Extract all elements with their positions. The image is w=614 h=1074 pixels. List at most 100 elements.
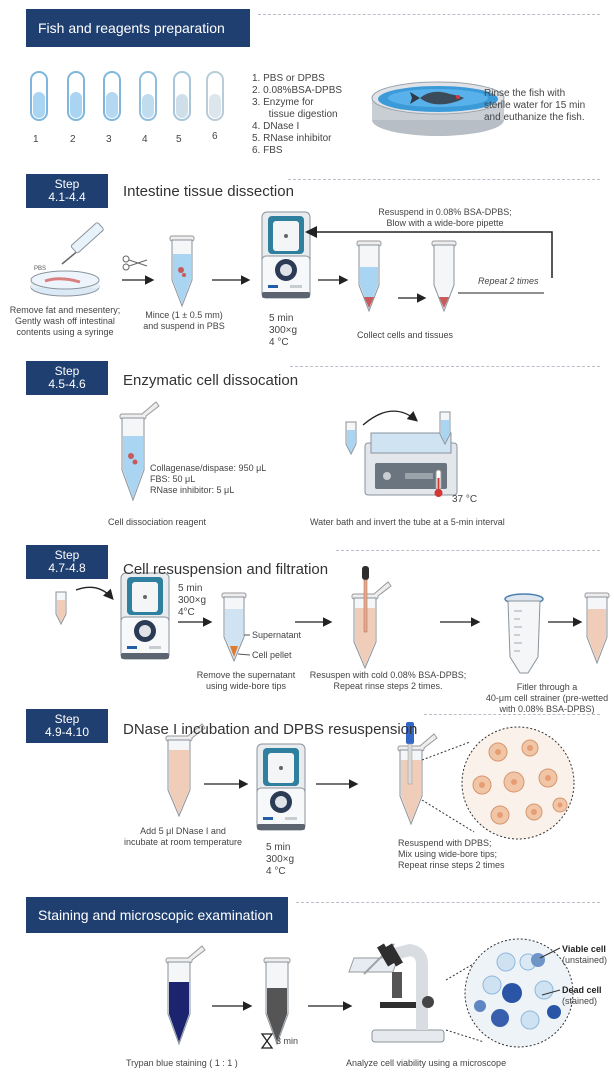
divider bbox=[296, 902, 600, 903]
analyze-label: Analyze cell viability using a microscop… bbox=[346, 1058, 507, 1068]
fish-tank bbox=[371, 81, 505, 136]
remove-supernatant-text: Remove the supernatant using wide-bore t… bbox=[186, 670, 306, 692]
text-line: Mix using wide-bore tips; bbox=[398, 849, 498, 859]
pellet-label: Cell pellet bbox=[252, 650, 292, 660]
text-line: 40-μm cell strainer (pre-wetted bbox=[485, 693, 609, 703]
text-line: contents using a syringe bbox=[16, 327, 114, 337]
filtered-tube bbox=[584, 592, 610, 665]
mix-line: RNase inhibitor: 5 μL bbox=[150, 485, 235, 495]
reagent-label: Cell dissociation reagent bbox=[108, 517, 207, 527]
param: 5 min bbox=[266, 842, 291, 853]
text-line: Fitler through a bbox=[516, 682, 578, 692]
divider bbox=[288, 179, 600, 180]
header-prep-title: Fish and reagents preparation bbox=[38, 20, 225, 36]
text-line: Gently wash off intestinal bbox=[15, 316, 115, 326]
centrifuge-params-3: 5 min 300×g 4°C bbox=[178, 583, 206, 619]
magnified-cells-circle bbox=[461, 726, 575, 840]
reagent-item: 1. PBS or DPBS bbox=[252, 73, 325, 84]
step-number: 4.1-4.4 bbox=[48, 190, 86, 204]
viable-sub: (unstained) bbox=[562, 955, 608, 965]
step-label: Step bbox=[54, 177, 80, 191]
repeat-label: Repeat 2 times bbox=[478, 276, 539, 286]
text-line: using wide-bore tips bbox=[205, 681, 287, 691]
incubation-time: 3 min bbox=[276, 1036, 299, 1046]
reagent-item: 3. Enzyme for bbox=[252, 97, 314, 108]
section-title-4: DNase I incubation and DPBS resuspension bbox=[123, 721, 418, 738]
text-line: Resuspend in 0.08% BSA-DPBS; bbox=[378, 207, 512, 217]
section-title-3: Cell resuspension and filtration bbox=[123, 561, 329, 578]
supernatant-label: Supernatant bbox=[252, 630, 302, 640]
step-label: Step bbox=[54, 364, 80, 378]
resuspend-dpbs-text: Resuspend with DPBS; Mix using wide-bore… bbox=[398, 838, 505, 871]
viable-cell-label: Viable cell (unstained) bbox=[562, 944, 607, 966]
note-line: sterile water for 15 min bbox=[484, 100, 586, 111]
divider bbox=[336, 550, 600, 551]
param: 4°C bbox=[178, 607, 195, 618]
small-tube-left bbox=[345, 421, 357, 456]
text-line: with 0.08% BSA-DPBS) bbox=[499, 704, 595, 714]
remove-text: Remove fat and mesentery; Gently wash of… bbox=[0, 305, 130, 338]
collect-label: Collect cells and tissues bbox=[357, 330, 454, 340]
trypan-label: Trypan blue staining ( 1 : 1 ) bbox=[126, 1058, 238, 1068]
tube-number-row: 1 2 3 4 5 6 bbox=[0, 131, 240, 148]
temperature-label: 37 °C bbox=[452, 494, 478, 505]
mince-text: Mince (1 ± 0.5 mm) and suspend in PBS bbox=[134, 310, 234, 332]
small-tube-s3 bbox=[55, 591, 67, 626]
tube-number: 2 bbox=[70, 134, 76, 145]
dropper-icon bbox=[362, 566, 369, 633]
text-line: Remove fat and mesentery; bbox=[9, 305, 121, 315]
section-title-2: Enzymatic cell dissocation bbox=[123, 372, 299, 389]
reagent-item: 4. DNase I bbox=[252, 121, 300, 132]
tube-number: 4 bbox=[142, 134, 148, 145]
header-stain: Staining and microscopic examination bbox=[26, 897, 288, 933]
step-number: 4.7-4.8 bbox=[48, 561, 86, 575]
fish-note: Rinse the fish with sterile water for 15… bbox=[484, 88, 610, 124]
collect-tube-2 bbox=[431, 240, 457, 313]
param: 300×g bbox=[266, 854, 295, 865]
resuspend-tube-s4 bbox=[397, 733, 438, 826]
water-bath bbox=[364, 432, 458, 496]
text-line: Resuspend with DPBS; bbox=[398, 838, 492, 848]
step-label: Step bbox=[54, 548, 80, 562]
param: 5 min bbox=[178, 583, 203, 594]
text-line: Repeat rinse steps 2 times. bbox=[333, 681, 443, 691]
cell-strainer-tube bbox=[504, 593, 544, 674]
text-line: Blow with a wide-bore pipette bbox=[386, 218, 504, 228]
tube-number: 6 bbox=[212, 131, 218, 142]
step-number: 4.5-4.6 bbox=[48, 377, 86, 391]
param: 4 °C bbox=[266, 866, 286, 877]
param: 300×g bbox=[269, 325, 298, 336]
centrifuge-params-4: 5 min 300×g 4 °C bbox=[266, 842, 294, 878]
filter-text: Fitler through a 40-μm cell strainer (pr… bbox=[480, 682, 614, 715]
viable-title: Viable cell bbox=[562, 944, 606, 954]
pipette-icon bbox=[406, 722, 414, 785]
header-prep: Fish and reagents preparation bbox=[26, 9, 250, 47]
mix-line: FBS: 50 μL bbox=[150, 474, 196, 484]
dnase-text: Add 5 μl DNase I and incubate at room te… bbox=[118, 826, 248, 848]
text-line: Repeat rinse steps 2 times bbox=[398, 860, 505, 870]
note-line: Rinse the fish with bbox=[484, 88, 566, 99]
tube-number: 5 bbox=[176, 134, 182, 145]
header-stain-title: Staining and microscopic examination bbox=[38, 907, 274, 923]
text-line: incubate at room temperature bbox=[123, 837, 243, 847]
tube-number: 3 bbox=[106, 134, 112, 145]
dish-label: PBS bbox=[34, 266, 47, 272]
text-line: and suspend in PBS bbox=[143, 321, 225, 331]
resuspen-text: Resuspen with cold 0.08% BSA-DPBS; Repea… bbox=[308, 670, 468, 692]
dead-cell-label: Dead cell (stained) bbox=[562, 985, 602, 1007]
text-line: Remove the supernatant bbox=[196, 670, 296, 680]
scissors-icon bbox=[122, 255, 148, 271]
dead-title: Dead cell bbox=[562, 985, 602, 995]
trypan-tube-2 bbox=[263, 957, 291, 1046]
mince-tube bbox=[169, 235, 195, 308]
divider bbox=[424, 714, 600, 715]
trypan-tube-1 bbox=[165, 945, 206, 1046]
param: 300×g bbox=[178, 595, 207, 606]
microscope bbox=[371, 943, 445, 1043]
reagent-item: 6. FBS bbox=[252, 145, 283, 156]
dissociation-tube bbox=[119, 401, 160, 502]
divider bbox=[290, 366, 600, 367]
